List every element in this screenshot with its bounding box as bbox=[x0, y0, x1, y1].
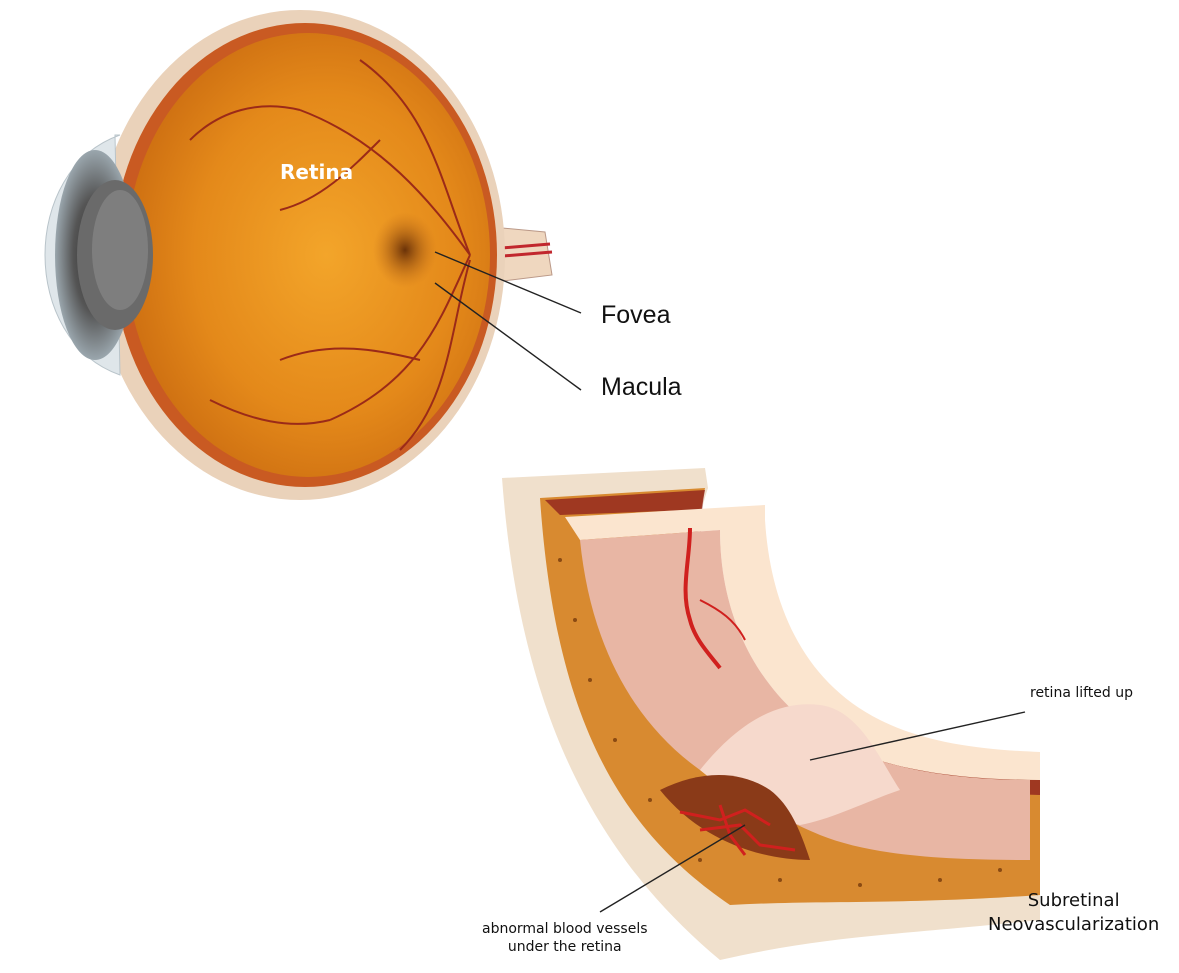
figure-title-line2: Neovascularization bbox=[988, 913, 1159, 937]
retina-lifted-label: retina lifted up bbox=[1030, 685, 1133, 701]
fovea-label: Fovea bbox=[601, 301, 670, 330]
macula-label: Macula bbox=[601, 373, 682, 402]
abnormal-vessels-label-line1: abnormal blood vessels bbox=[482, 920, 648, 938]
retina-label: Retina bbox=[280, 160, 353, 184]
abnormal-vessels-label: abnormal blood vessels under the retina bbox=[482, 920, 648, 956]
figure-title: Subretinal Neovascularization bbox=[988, 889, 1159, 937]
figure-title-line1: Subretinal bbox=[988, 889, 1159, 913]
abnormal-vessels-label-line2: under the retina bbox=[482, 938, 648, 956]
